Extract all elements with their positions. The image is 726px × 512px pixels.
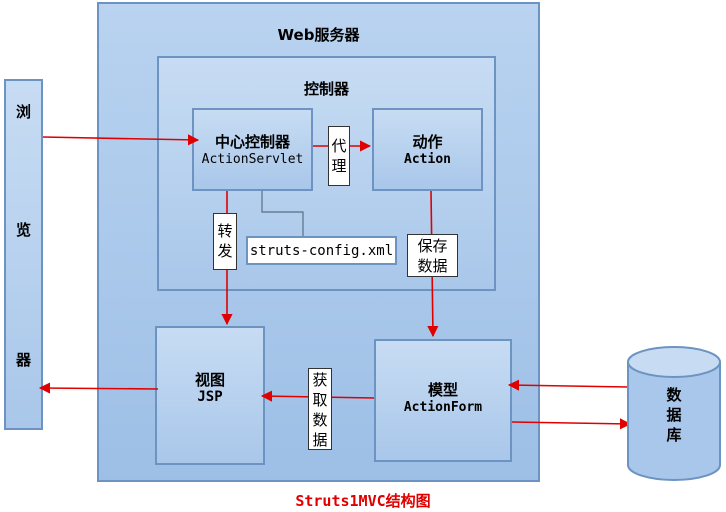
view-title: 视图 <box>194 371 225 389</box>
browser-char-1: 浏 <box>15 103 31 121</box>
edge-label-forward: 转 发 <box>213 213 237 270</box>
edge-label-delegate: 代 理 <box>328 126 350 186</box>
arrow-database-to-model <box>507 379 629 391</box>
database-char-1: 数 <box>666 386 682 404</box>
config-connector <box>261 191 304 236</box>
view-box <box>155 326 265 465</box>
central-controller-title: 中心控制器 <box>214 133 290 151</box>
edge-label-save-data: 保存 数据 <box>407 234 458 277</box>
struts-config-label: struts-config.xml <box>249 243 394 259</box>
arrow-view-to-browser <box>38 382 159 394</box>
controller-title: 控制器 <box>303 80 349 98</box>
diagram-caption: Struts1MVC结构图 <box>295 492 431 510</box>
database-cylinder <box>627 346 721 481</box>
central-controller-name: ActionServlet <box>201 152 304 167</box>
action-title: 动作 <box>412 133 443 151</box>
browser-box: 浏 览 器 <box>4 79 43 430</box>
model-name: ActionForm <box>403 400 483 415</box>
model-title: 模型 <box>427 381 458 399</box>
view-name: JSP <box>197 389 223 405</box>
model-box <box>374 339 512 462</box>
arrow-model-to-database <box>511 418 632 430</box>
browser-char-2: 览 <box>15 221 31 239</box>
browser-char-3: 器 <box>15 351 31 369</box>
database-char-2: 据 <box>666 406 682 424</box>
web-server-title: Web服务器 <box>277 26 360 44</box>
action-box <box>372 108 483 191</box>
central-controller-box <box>192 108 313 191</box>
database-char-3: 库 <box>666 426 682 444</box>
edge-label-get-data: 获 取 数 据 <box>308 368 332 450</box>
arrow-browser-to-controller <box>42 134 200 146</box>
action-name: Action <box>404 152 451 167</box>
struts-config-note: struts-config.xml <box>246 236 397 265</box>
